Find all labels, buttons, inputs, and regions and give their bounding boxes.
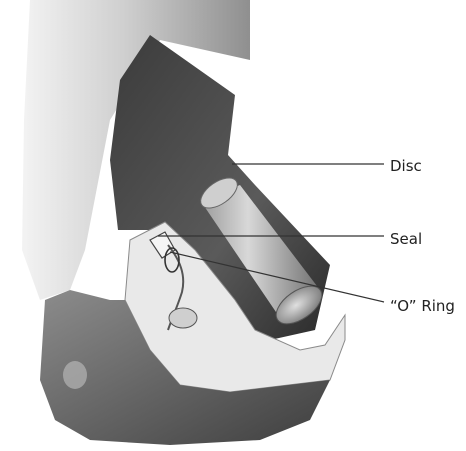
o-ring-label: “O” Ring xyxy=(390,297,455,315)
seal-label: Seal xyxy=(390,230,422,248)
disc-label: Disc xyxy=(390,157,422,175)
